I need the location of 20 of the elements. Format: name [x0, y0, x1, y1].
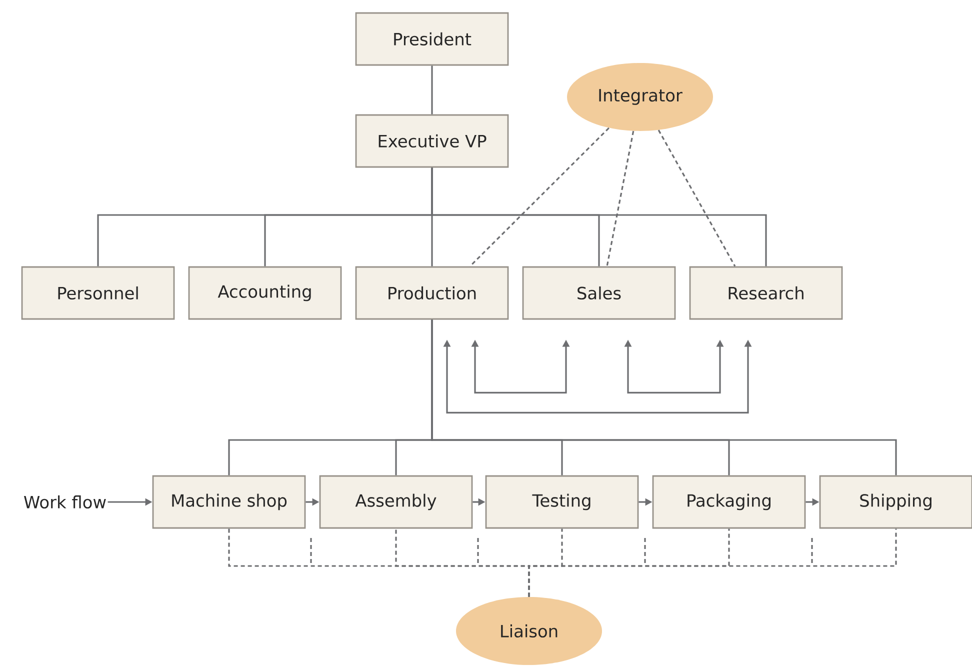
org-box: Executive VP [355, 114, 509, 168]
connector-line [431, 168, 767, 266]
org-box: Shipping [819, 475, 972, 529]
org-box: Sales [522, 266, 676, 320]
org-box: Machine shop [152, 475, 306, 529]
dashed-connector [469, 127, 610, 267]
connector-line [431, 320, 897, 476]
connector-line [431, 66, 433, 114]
org-box: Research [689, 266, 843, 320]
org-box: Accounting [188, 266, 342, 320]
dashed-connector [606, 130, 634, 266]
org-box: President [355, 12, 509, 66]
dashed-connector [528, 528, 897, 597]
flow-label: Work flow [24, 495, 106, 509]
org-box: Testing [485, 475, 639, 529]
org-box: Production [355, 266, 509, 320]
org-box: Packaging [652, 475, 806, 529]
dashed-connector [658, 130, 736, 267]
org-box: Personnel [21, 266, 175, 320]
org-box: Assembly [319, 475, 473, 529]
